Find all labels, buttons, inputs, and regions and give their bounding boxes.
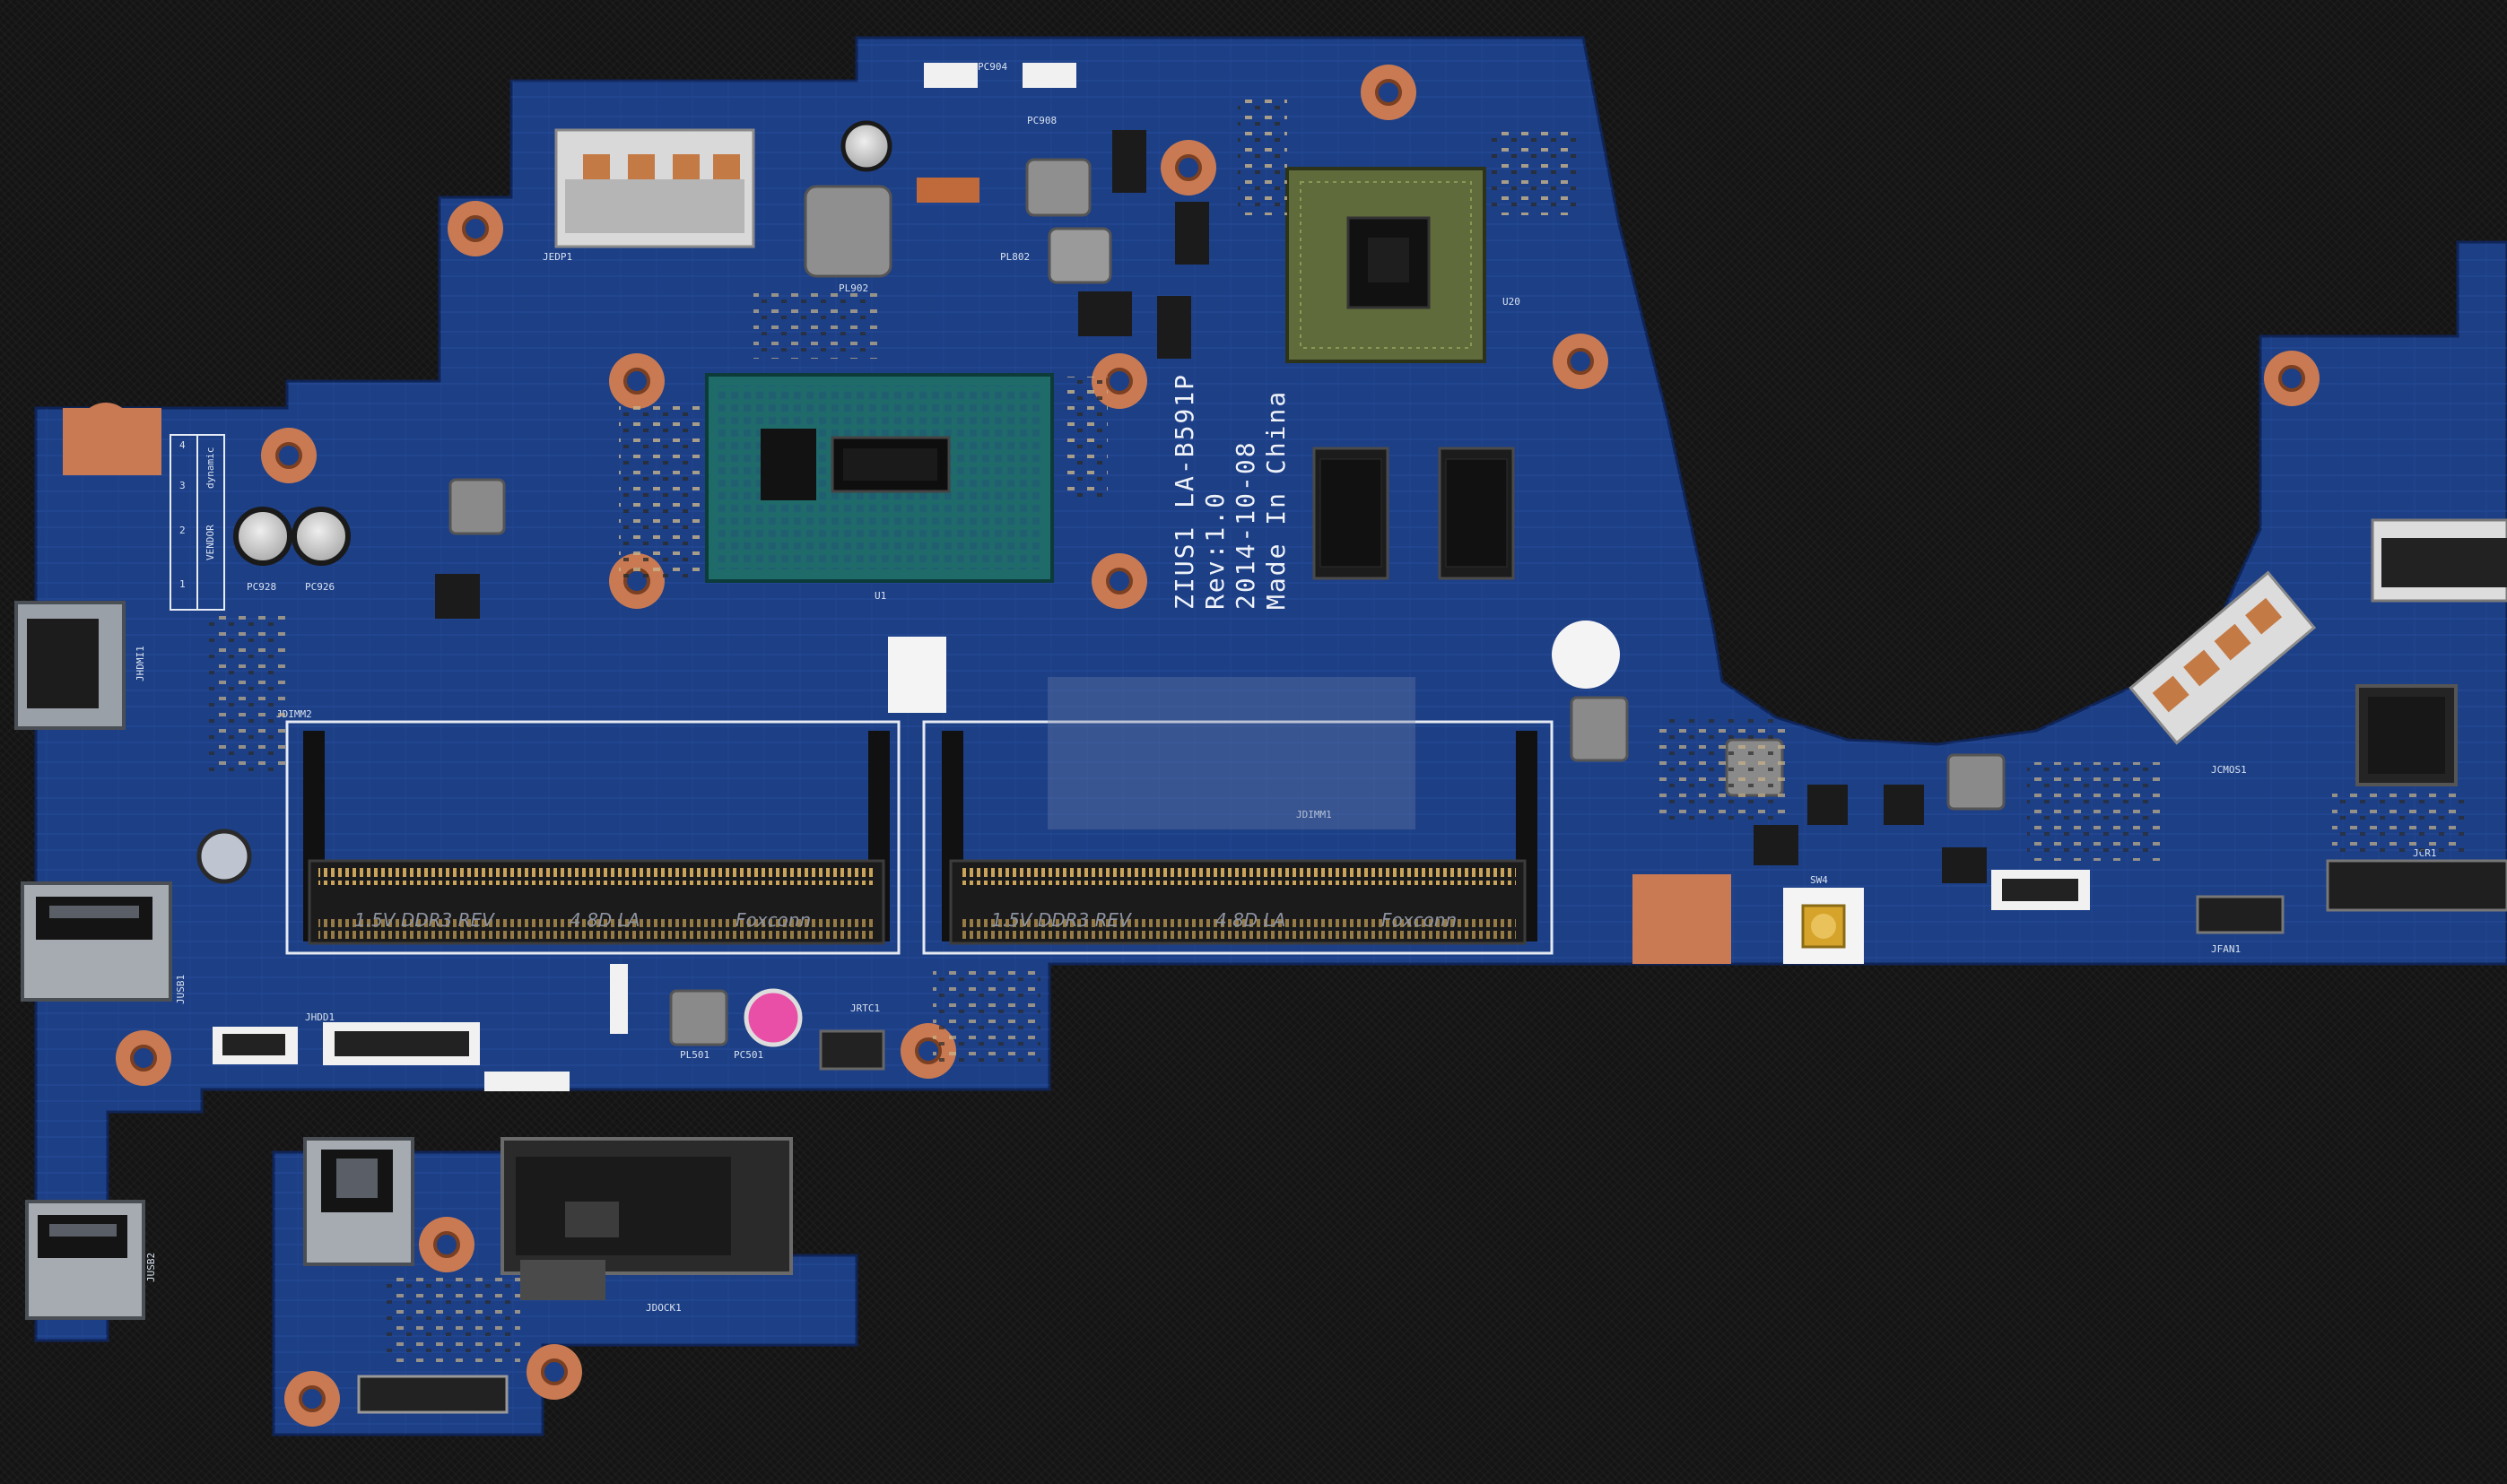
mounting-hole-center — [541, 1358, 568, 1385]
slot-right-foxconn-label: Foxconn — [1381, 909, 1457, 931]
mounting-hole-center — [275, 442, 302, 469]
mounting-hole-center — [2278, 365, 2305, 392]
cpu-package: U1 — [705, 373, 1054, 602]
board-revision: Rev:1.0 — [1200, 491, 1230, 610]
slot-right-mid-label: 4 8D LA — [1215, 909, 1285, 931]
sodimm-slot-left[interactable]: 1.5V DDR3 REV 4 8D LA Foxconn JDIMM2 — [276, 708, 901, 955]
vram-chips — [1312, 447, 1515, 580]
switch-label: SW4 — [1810, 874, 1828, 886]
mounting-hole-center — [623, 368, 650, 395]
mounting-hole-center — [1106, 368, 1133, 395]
daughter-bottom-connector[interactable] — [357, 1375, 509, 1414]
slot-left-ddr-label: 1.5V DDR3 REV — [354, 909, 495, 931]
slot-left-mid-label: 4 8D LA — [570, 909, 640, 931]
sodimm-slot-right[interactable]: 1.5V DDR3 REV 4 8D LA Foxconn JDIMM1 — [922, 720, 1554, 955]
white-strip-2 — [610, 964, 628, 1034]
mounting-holes — [78, 65, 2320, 1427]
rtc-label: JRTC1 — [850, 1002, 880, 1014]
cmos-battery-connector[interactable] — [2128, 570, 2317, 745]
hdmi-label: JHDMI1 — [135, 646, 146, 681]
vendor-table: VENDOR dynamic 1 2 3 4 — [170, 434, 225, 611]
flex-connector-right-inner — [2002, 879, 2078, 901]
usb-port-1[interactable]: JUSB1 — [21, 881, 187, 1004]
cmos-label: JCMOS1 — [2211, 764, 2247, 776]
edp-connector[interactable]: JEDP1 — [543, 128, 755, 263]
mounting-hole-center — [433, 1231, 460, 1258]
cap-label-pc928: PC928 — [247, 581, 276, 593]
usb2-label: JUSB2 — [145, 1253, 157, 1282]
hdd-label: JHDD1 — [305, 1011, 335, 1023]
dock-label: JDOCK1 — [646, 1302, 682, 1314]
hdd-connector[interactable]: JHDD1 — [305, 1011, 480, 1065]
cap-label-pc926: PC926 — [305, 581, 335, 593]
power-switch[interactable]: SW4 — [1783, 874, 1864, 964]
mounting-hole-center — [1375, 79, 1402, 106]
audio-dock-connector[interactable]: JDOCK1 — [501, 1137, 793, 1314]
board-silk-label: ZIUS1 LA-B591P Rev:1.0 2014-10-08 Made I… — [1170, 373, 1291, 610]
dynamic-label: dynamic — [205, 447, 216, 489]
smd-component-fields — [206, 99, 2467, 1363]
hdmi-port[interactable]: JHDMI1 — [14, 601, 146, 730]
pc908-label: PC908 — [1027, 115, 1057, 126]
white-label-pad — [888, 637, 946, 713]
daughter-usb-port[interactable] — [303, 1137, 414, 1266]
usb1-label: JUSB1 — [175, 975, 187, 1004]
vendor-label: VENDOR — [205, 525, 216, 560]
top-power-connector: PC904 PC908 — [917, 61, 1076, 203]
mounting-hole-center — [1106, 568, 1133, 594]
flex-connector-small-inner — [222, 1034, 285, 1055]
slot-left-foxconn-label: Foxconn — [736, 909, 811, 931]
slot-num-2: 2 — [179, 525, 186, 536]
right-ribbon-connector[interactable] — [2371, 518, 2507, 603]
usb-port-2[interactable]: JUSB2 — [25, 1200, 157, 1320]
inductor-label-pl501: PL501 — [680, 1049, 709, 1061]
copper-corner-pad — [63, 408, 161, 475]
mosfets — [435, 130, 1987, 883]
slot-right-ref: JDIMM1 — [1296, 809, 1332, 820]
slot-num-1: 1 — [179, 578, 186, 590]
white-sticker — [1552, 621, 1620, 689]
slot-num-3: 3 — [179, 480, 186, 491]
fan-label: JFAN1 — [2211, 943, 2241, 955]
white-strip — [484, 1072, 570, 1091]
board-model: ZIUS1 LA-B591P — [1170, 373, 1199, 610]
inductor-label-pl802: PL802 — [1000, 251, 1030, 263]
slot-num-4: 4 — [179, 439, 186, 451]
io-controller-chip — [2355, 684, 2458, 786]
mounting-hole-center — [462, 215, 489, 242]
mounting-hole-center — [130, 1045, 157, 1072]
pc904-label: PC904 — [978, 61, 1007, 73]
mounting-hole-center — [299, 1385, 326, 1412]
board-origin: Made In China — [1261, 390, 1291, 610]
edp-label: JEDP1 — [543, 251, 572, 263]
copper-bottom-pad — [1632, 874, 1731, 964]
rtc-connector[interactable]: JRTC1 — [819, 1002, 885, 1071]
cap-label-pc501: PC501 — [734, 1049, 763, 1061]
tape-patch — [1048, 677, 1415, 829]
board-date: 2014-10-08 — [1231, 440, 1260, 610]
fan-connector[interactable]: JFAN1 — [2196, 895, 2285, 955]
gpu-package: U20 — [1285, 167, 1520, 363]
mounting-hole-center — [1567, 348, 1594, 375]
capacitors: PC928 PC926 PC501 — [196, 120, 892, 1061]
cpu-ref-label: U1 — [875, 590, 886, 602]
slot-right-ddr-label: 1.5V DDR3 REV — [991, 909, 1132, 931]
mounting-hole-center — [1175, 154, 1202, 181]
gpu-ref-label: U20 — [1502, 296, 1520, 308]
